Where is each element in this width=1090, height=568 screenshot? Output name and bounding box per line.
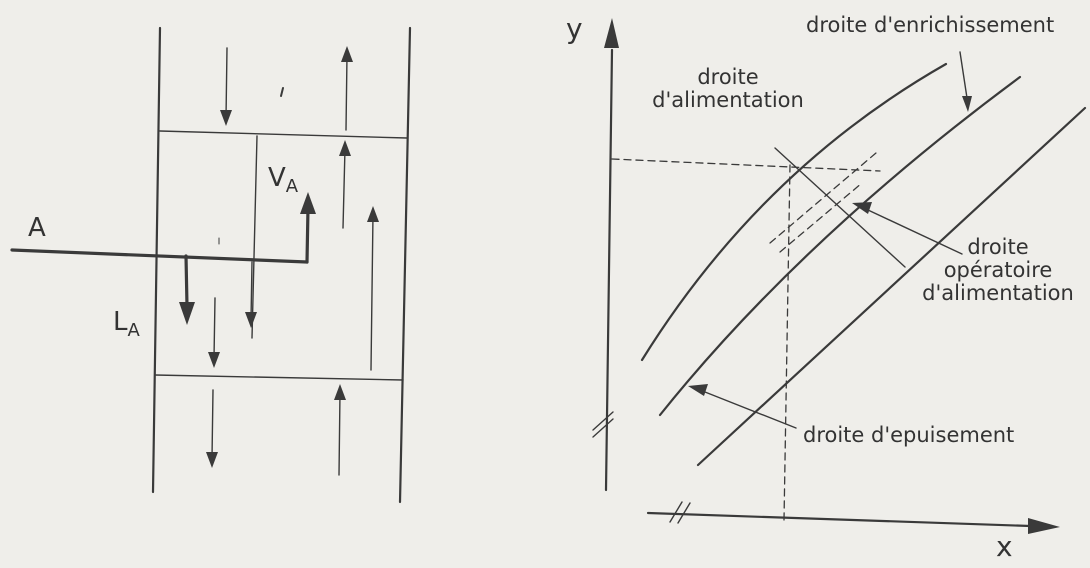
x-axis-label: x [996,530,1013,563]
x-axis [646,501,1060,534]
upper-tray-line [159,130,408,139]
liquid-arrow-below-feed [208,297,220,368]
enrichment-line-label: droite d'enrichissement [806,13,1055,37]
column-right-wall [398,26,412,504]
feed-label: A [28,213,46,243]
liquid-arrow-inner [245,261,257,328]
y-axis-break-mark [592,411,614,431]
feed-liquid-branch-arrow [179,254,195,325]
feed-line-label: droite d'alimentation [640,65,816,113]
enrichment-leader [959,51,972,112]
feed-vapor-branch-arrow [300,192,316,264]
stripping-line-label: droite d'epuisement [803,423,1015,447]
liquid-flow-label: LA [113,308,140,341]
dashed-construction-line [779,182,863,253]
x-axis-break-mark [677,502,691,524]
feed-operating-label-line-1: droite [967,235,1029,259]
vapor-arrow-bottom [334,384,346,476]
y-axis [592,18,619,492]
liquid-label-subscript: A [127,320,140,342]
x-axis-break-mark [669,501,683,523]
feed-line-label-line-1: droite [697,65,759,89]
feed-line-label-line-2: d'alimentation [652,88,804,113]
vapor-arrow-right-stage [367,206,379,371]
liquid-label-main: L [113,307,128,337]
vapor-flow-label: VA [268,164,298,197]
feed-line [774,147,906,268]
stage-divider [251,135,258,339]
liquid-arrow-top [220,47,232,126]
vapor-arrow-upper-stage [339,140,351,229]
horizontal-dashed-guide [611,158,881,172]
y-axis-break-mark [592,418,614,438]
upper-curve [640,62,948,362]
vertical-dashed-guide [783,164,791,521]
y-axis-label: y [566,12,583,45]
feed-operating-line-label: droite opératoire d'alimentation [910,235,1086,306]
column-left-wall [151,26,162,494]
liquid-arrow-bottom [206,389,218,468]
feed-pipe [10,248,309,264]
vapor-arrow-top [341,46,353,131]
vapor-label-subscript: A [285,176,299,198]
pencil-mark [280,87,284,97]
feed-operating-label-line-2: opératoire [943,258,1053,283]
enrichment-line [658,75,1022,417]
stripping-line [696,106,1087,467]
feed-operating-leader [852,202,963,255]
feed-operating-label-line-3: d'alimentation [922,281,1074,306]
lower-tray-line [154,374,404,381]
stripping-leader [688,384,797,429]
vapor-label-main: V [268,163,286,193]
